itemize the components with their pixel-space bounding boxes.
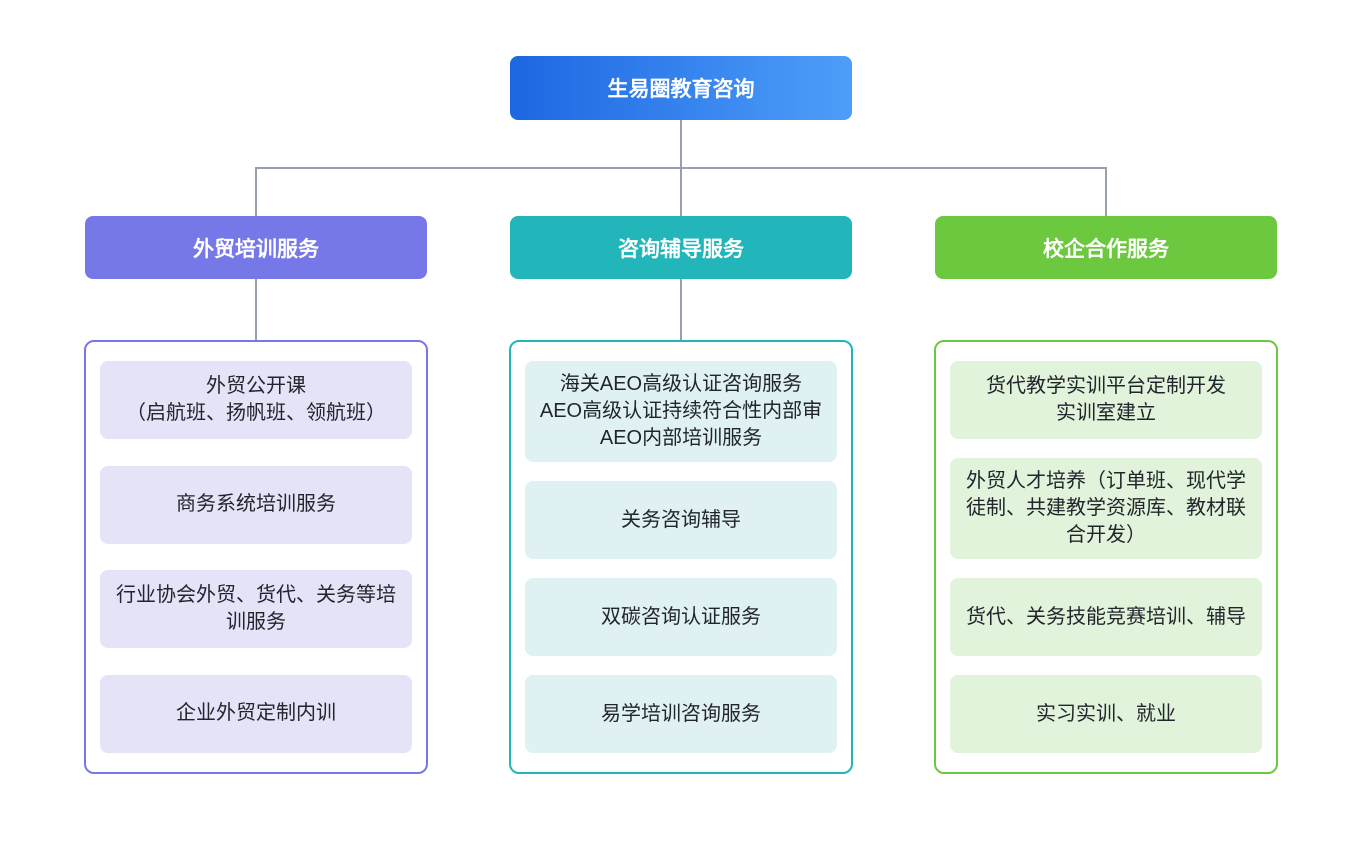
leaf-item: 行业协会外贸、货代、关务等培训服务 (100, 570, 412, 649)
connector-root-down (680, 120, 682, 168)
branch-header-foreign-trade-training: 外贸培训服务 (85, 216, 427, 279)
connector-branch-2-down (680, 168, 682, 216)
connector-branch-1-down (255, 168, 257, 216)
root-node-label: 生易圈教育咨询 (607, 78, 755, 101)
branch-container-foreign-trade-training: 外贸公开课 （启航班、扬帆班、领航班） 商务系统培训服务 行业协会外贸、货代、关… (84, 340, 428, 774)
leaf-item: 易学培训咨询服务 (525, 675, 837, 753)
branch-header-consulting-coaching: 咨询辅导服务 (510, 216, 852, 279)
branch-container-school-enterprise: 货代教学实训平台定制开发 实训室建立 外贸人才培养（订单班、现代学徒制、共建教学… (934, 340, 1278, 774)
leaf-item: 外贸人才培养（订单班、现代学徒制、共建教学资源库、教材联合开发） (950, 458, 1262, 559)
leaf-item: 企业外贸定制内训 (100, 674, 412, 753)
leaf-item: 货代、关务技能竞赛培训、辅导 (950, 578, 1262, 656)
root-node: 生易圈教育咨询 (510, 56, 852, 120)
branch-header-school-enterprise: 校企合作服务 (935, 216, 1277, 279)
leaf-item: 商务系统培训服务 (100, 465, 412, 544)
leaf-item: 关务咨询辅导 (525, 481, 837, 559)
leaf-item: 外贸公开课 （启航班、扬帆班、领航班） (100, 361, 412, 439)
branch-header-label: 外贸培训服务 (193, 237, 319, 261)
connector-branch-3-down (1105, 168, 1107, 216)
leaf-item: 实习实训、就业 (950, 675, 1262, 753)
branch-header-label: 咨询辅导服务 (618, 237, 744, 261)
leaf-item: 货代教学实训平台定制开发 实训室建立 (950, 361, 1262, 439)
leaf-item: 海关AEO高级认证咨询服务 AEO高级认证持续符合性内部审 AEO内部培训服务 (525, 361, 837, 462)
branch-container-consulting-coaching: 海关AEO高级认证咨询服务 AEO高级认证持续符合性内部审 AEO内部培训服务 … (509, 340, 853, 774)
branch-header-label: 校企合作服务 (1043, 237, 1169, 261)
connector-branch-2-container (680, 279, 682, 340)
leaf-item: 双碳咨询认证服务 (525, 578, 837, 656)
connector-branch-1-container (255, 279, 257, 340)
